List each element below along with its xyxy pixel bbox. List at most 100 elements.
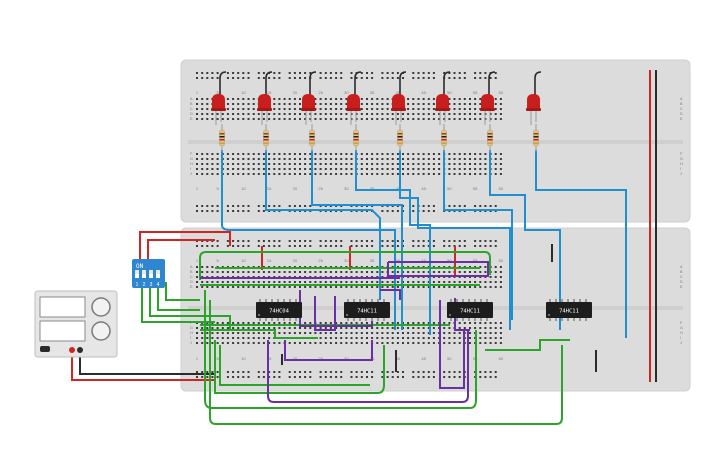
column-number: 1 [196,356,199,361]
resistor-icon[interactable] [441,124,447,152]
led-icon[interactable] [435,71,451,125]
row-letter: I [190,336,191,340]
row-letter: B [680,270,683,274]
resistor-icon[interactable] [353,124,359,152]
row-letter: E [190,285,193,289]
column-number: 40 [396,356,401,361]
ic-chip[interactable]: 74HC04 [256,299,302,321]
row-letter: H [190,162,193,166]
column-number: 5 [216,186,219,191]
resistor-icon[interactable] [219,124,225,152]
row-letter: H [190,331,193,335]
column-number: 40 [396,186,401,191]
chip-label: 74HC11 [357,309,377,315]
power-switch-icon[interactable] [40,346,50,352]
column-number: 15 [267,90,272,95]
column-number: 50 [447,356,452,361]
column-number: 20 [293,258,298,263]
ic-chip[interactable]: 74HC11 [344,299,390,321]
power-supply-icon[interactable] [34,290,118,358]
row-letter: J [680,341,682,345]
row-letter: I [680,167,681,171]
column-number: 15 [267,186,272,191]
row-letter: C [680,275,683,279]
voltage-knob-icon[interactable] [91,297,111,317]
column-number: 20 [293,90,298,95]
column-number: 55 [473,258,478,263]
resistor-icon[interactable] [487,124,493,152]
led-icon[interactable] [257,71,273,125]
led-icon[interactable] [301,71,317,125]
column-number: 25 [318,186,323,191]
ic-chip[interactable]: 74HC11 [546,299,592,321]
red-wires[interactable] [71,231,456,381]
row-letter: D [190,280,193,284]
column-number: 1 [196,186,199,191]
column-number: 45 [421,186,426,191]
breadboard-top[interactable]: 1155101015152020252530303535404045455050… [180,59,691,223]
resistor-icon[interactable] [263,124,269,152]
row-letter: D [680,280,683,284]
black-wires[interactable] [79,244,597,375]
row-letter: J [680,172,682,176]
row-letter: H [680,331,683,335]
row-letter: D [680,112,683,116]
row-letter: H [680,162,683,166]
negative-terminal-icon[interactable] [77,347,83,353]
column-number: 50 [447,258,452,263]
column-number: 15 [267,258,272,263]
dip-switch-on-label: ON [136,263,144,270]
column-number: 40 [396,90,401,95]
row-letter: G [680,157,683,161]
led-icon[interactable] [480,71,496,125]
row-letter: E [680,117,683,121]
column-number: 30 [344,90,349,95]
row-letter: J [190,172,192,176]
column-number: 20 [293,356,298,361]
ic-chip[interactable]: 74HC11 [447,299,493,321]
resistor-icon[interactable] [533,124,539,152]
resistors-layer [219,124,539,152]
led-icon[interactable] [346,71,362,125]
row-letter: I [680,336,681,340]
row-letter: A [680,97,683,101]
dip-switch-number: 4 [157,282,160,288]
breadboard-bottom-trench [188,306,683,310]
led-icon[interactable] [526,71,542,125]
resistor-icon[interactable] [309,124,315,152]
row-letter: F [680,152,683,156]
column-number: 15 [267,356,272,361]
dip-switch-number: 3 [150,282,153,288]
led-icon[interactable] [211,71,227,125]
blue-wires[interactable] [221,150,627,338]
column-number: 10 [241,186,246,191]
row-letter: F [680,321,683,325]
column-number: 60 [499,186,504,191]
row-letter: B [190,102,193,106]
row-letter: G [190,157,193,161]
column-number: 1 [196,258,199,263]
column-number: 60 [499,258,504,263]
column-number: 25 [318,258,323,263]
dip-switch-number: 2 [143,282,146,288]
row-letter: B [680,102,683,106]
column-number: 10 [241,356,246,361]
column-number: 20 [293,186,298,191]
positive-terminal-icon[interactable] [69,347,75,353]
chip-label: 74HC11 [460,309,480,315]
current-knob-icon[interactable] [91,321,111,341]
column-number: 60 [499,90,504,95]
row-letter: J [190,341,192,345]
row-letter: A [680,265,683,269]
leds-layer [211,71,542,125]
row-letter: C [190,275,193,279]
breadboard-top-trench [188,140,683,144]
column-number: 30 [344,186,349,191]
column-number: 25 [318,356,323,361]
green-wires[interactable] [141,251,570,425]
resistor-icon[interactable] [397,124,403,152]
led-icon[interactable] [391,71,407,125]
column-number: 50 [447,186,452,191]
